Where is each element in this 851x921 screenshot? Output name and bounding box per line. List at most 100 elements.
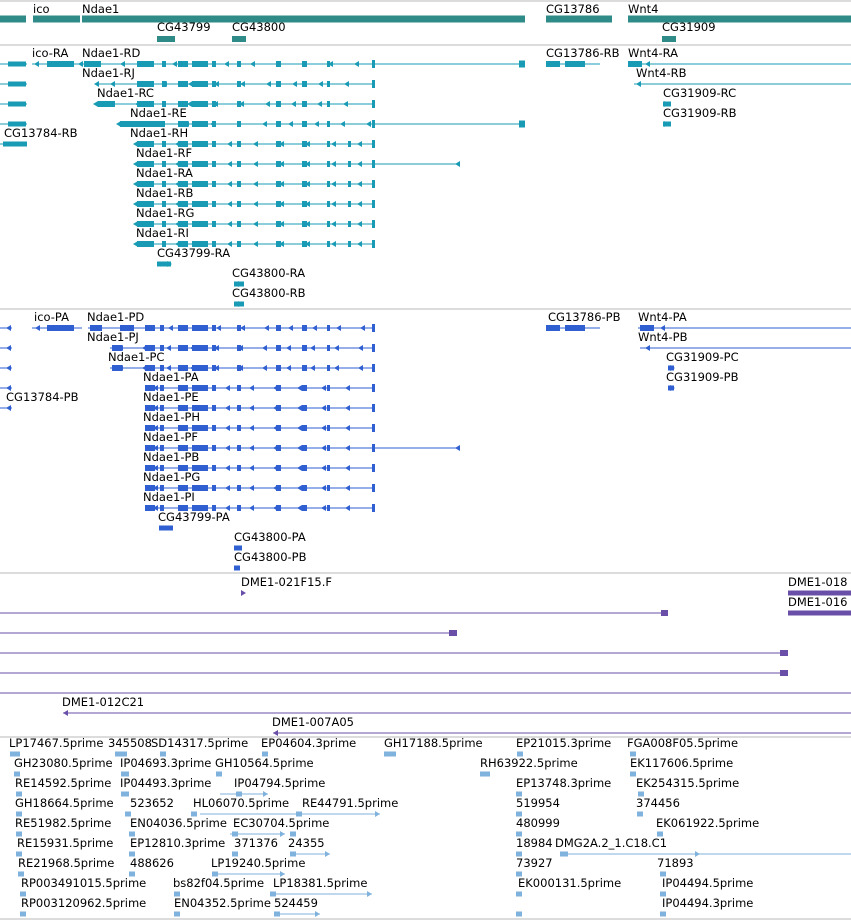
feature-label-cg31909-rc[interactable]: CG31909-RC	[663, 86, 737, 100]
feature-label-re44791[interactable]: RE44791.5prime	[302, 796, 399, 810]
feature-label-cg43800-rb[interactable]: CG43800-RB	[232, 286, 306, 300]
feature-label-ndae1-ri[interactable]: Ndae1-RI	[136, 226, 189, 240]
feature-label-ndae1-ra[interactable]: Ndae1-RA	[136, 166, 193, 180]
feature-label-ndae1-rd[interactable]: Ndae1-RD	[82, 46, 141, 60]
feature-label-ndae1-rb[interactable]: Ndae1-RB	[136, 186, 194, 200]
feature-label-ndae1-pi[interactable]: Ndae1-PI	[143, 490, 195, 504]
feature-label-cg13784-rb[interactable]: CG13784-RB	[4, 126, 78, 140]
feature-label-ip04494-3[interactable]: IP04494.3prime	[662, 896, 754, 910]
feature-label-dme1-007a05[interactable]: DME1-007A05	[272, 715, 354, 729]
feature-label-ndae1-rc[interactable]: Ndae1-RC	[97, 86, 154, 100]
feature-label-cg43800-pb[interactable]: CG43800-PB	[234, 550, 307, 564]
feature-label-n519954[interactable]: 519954	[516, 796, 560, 810]
feature-label-ek061922[interactable]: EK061922.5prime	[656, 816, 760, 830]
feature-label-ndae1-rj[interactable]: Ndae1-RJ	[82, 66, 135, 80]
feature-label-cg43799-pa[interactable]: CG43799-PA	[158, 510, 230, 524]
feature-label-ndae1-pa[interactable]: Ndae1-PA	[143, 370, 199, 384]
feature-label-ico-ra[interactable]: ico-RA	[32, 46, 69, 60]
feature-label-ep04604[interactable]: EP04604.3prime	[261, 736, 357, 750]
feature-label-cg13786-rb[interactable]: CG13786-RB	[546, 46, 620, 60]
feature-label-n480999[interactable]: 480999	[516, 816, 560, 830]
feature-label-ndae1-re[interactable]: Ndae1-RE	[130, 106, 187, 120]
feature-label-cg31909-rb[interactable]: CG31909-RB	[663, 106, 737, 120]
feature-label-wnt4-rb[interactable]: Wnt4-RB	[636, 66, 687, 80]
feature-label-ndae1-rg[interactable]: Ndae1-RG	[136, 206, 195, 220]
feature-label-cg31909[interactable]: CG31909	[662, 20, 716, 34]
feature-label-ndae1-pf[interactable]: Ndae1-PF	[143, 430, 199, 444]
feature-label-ndae1-pg[interactable]: Ndae1-PG	[143, 470, 201, 484]
feature-label-ip04794[interactable]: IP04794.5prime	[234, 776, 326, 790]
feature-label-cg43800-pa[interactable]: CG43800-PA	[234, 530, 306, 544]
feature-label-en04352[interactable]: EN04352.5prime	[174, 896, 271, 910]
feature-label-en04036[interactable]: EN04036.5prime	[130, 816, 227, 830]
feature-label-ep13748[interactable]: EP13748.3prime	[516, 776, 612, 790]
feature-label-sd14317[interactable]: SD14317.5prime	[151, 736, 249, 750]
feature-label-n73927[interactable]: 73927	[516, 856, 553, 870]
feature-label-lp19240[interactable]: LP19240.5prime	[211, 856, 306, 870]
feature-label-wnt4-pa[interactable]: Wnt4-PA	[638, 310, 687, 324]
feature-label-n18984[interactable]: 18984	[516, 836, 553, 850]
feature-label-cg43799[interactable]: CG43799	[157, 20, 211, 34]
feature-label-ico-pa[interactable]: ico-PA	[34, 310, 69, 324]
feature-label-rp003120962[interactable]: RP003120962.5prime	[21, 896, 147, 910]
feature-label-n524459[interactable]: 524459	[274, 896, 318, 910]
feature-label-ndae1-rh[interactable]: Ndae1-RH	[130, 126, 189, 140]
feature-label-ndae1-rf[interactable]: Ndae1-RF	[136, 146, 193, 160]
feature-label-ico[interactable]: ico	[33, 2, 50, 16]
feature-label-gh23080[interactable]: GH23080.5prime	[14, 756, 113, 770]
feature-label-cg13784-pb[interactable]: CG13784-PB	[6, 390, 79, 404]
feature-label-ek000131[interactable]: EK000131.5prime	[518, 876, 622, 890]
feature-label-cg43800[interactable]: CG43800	[232, 20, 286, 34]
feature-label-ep21015[interactable]: EP21015.3prime	[516, 736, 612, 750]
feature-label-n523652[interactable]: 523652	[130, 796, 174, 810]
feature-label-n488626[interactable]: 488626	[130, 856, 174, 870]
feature-label-dme1-018[interactable]: DME1-018	[788, 575, 848, 589]
feature-label-ip04494-5[interactable]: IP04494.5prime	[662, 876, 754, 890]
feature-label-ndae1-pj[interactable]: Ndae1-PJ	[87, 330, 139, 344]
feature-label-dme1-021f15-f[interactable]: DME1-021F15.F	[241, 575, 332, 589]
feature-label-cg31909-pc[interactable]: CG31909-PC	[666, 350, 739, 364]
feature-label-ip04693[interactable]: IP04693.3prime	[120, 756, 212, 770]
feature-label-cg13786[interactable]: CG13786	[546, 2, 600, 16]
feature-label-n374456[interactable]: 374456	[636, 796, 680, 810]
feature-label-ndae1-pd[interactable]: Ndae1-PD	[87, 310, 145, 324]
feature-label-re51982[interactable]: RE51982.5prime	[15, 816, 112, 830]
feature-label-re21968[interactable]: RE21968.5prime	[18, 856, 115, 870]
feature-label-fga008f05[interactable]: FGA008F05.5prime	[627, 736, 739, 750]
feature-label-re15931[interactable]: RE15931.5prime	[17, 836, 114, 850]
feature-label-ep12810[interactable]: EP12810.3prime	[130, 836, 226, 850]
feature-label-ndae1-pb[interactable]: Ndae1-PB	[143, 450, 200, 464]
feature-label-ndae1[interactable]: Ndae1	[82, 2, 120, 16]
feature-label-n345508[interactable]: 345508	[108, 736, 152, 750]
feature-label-dmg2a[interactable]: DMG2A.2_1.C18.C1	[555, 836, 668, 850]
feature-label-rp003491015[interactable]: RP003491015.5prime	[21, 876, 147, 890]
feature-label-ndae1-ph[interactable]: Ndae1-PH	[143, 410, 201, 424]
feature-label-dme1-016[interactable]: DME1-016	[788, 595, 848, 609]
feature-label-wnt4-ra[interactable]: Wnt4-RA	[628, 46, 679, 60]
feature-label-wnt4-pb[interactable]: Wnt4-PB	[638, 330, 688, 344]
feature-label-ndae1-pe[interactable]: Ndae1-PE	[143, 390, 199, 404]
feature-label-lp17467[interactable]: LP17467.5prime	[9, 736, 104, 750]
feature-label-n24355[interactable]: 24355	[288, 836, 325, 850]
feature-label-rh63922[interactable]: RH63922.5prime	[480, 756, 578, 770]
feature-label-lp18381[interactable]: LP18381.5prime	[273, 876, 368, 890]
feature-label-cg43800-ra[interactable]: CG43800-RA	[232, 266, 306, 280]
feature-label-bs82f04[interactable]: bs82f04.5prime	[173, 876, 265, 890]
feature-label-re14592[interactable]: RE14592.5prime	[15, 776, 112, 790]
feature-label-gh18664[interactable]: GH18664.5prime	[15, 796, 114, 810]
feature-label-gh17188[interactable]: GH17188.5prime	[384, 736, 483, 750]
feature-label-ek117606[interactable]: EK117606.5prime	[630, 756, 734, 770]
feature-label-dme1-012c21[interactable]: DME1-012C21	[62, 695, 145, 709]
feature-label-cg43799-ra[interactable]: CG43799-RA	[157, 246, 231, 260]
feature-label-n371376[interactable]: 371376	[234, 836, 278, 850]
feature-label-gh10564[interactable]: GH10564.5prime	[215, 756, 314, 770]
feature-label-cg31909-pb[interactable]: CG31909-PB	[666, 370, 739, 384]
feature-label-cg13786-pb[interactable]: CG13786-PB	[548, 310, 621, 324]
feature-label-ec30704[interactable]: EC30704.5prime	[233, 816, 330, 830]
feature-label-wnt4[interactable]: Wnt4	[628, 2, 659, 16]
feature-label-hl06070[interactable]: HL06070.5prime	[193, 796, 290, 810]
feature-label-ip04493[interactable]: IP04493.3prime	[120, 776, 212, 790]
feature-label-n71893[interactable]: 71893	[657, 856, 694, 870]
feature-label-ndae1-pc[interactable]: Ndae1-PC	[108, 350, 165, 364]
feature-label-ek254315[interactable]: EK254315.5prime	[636, 776, 740, 790]
